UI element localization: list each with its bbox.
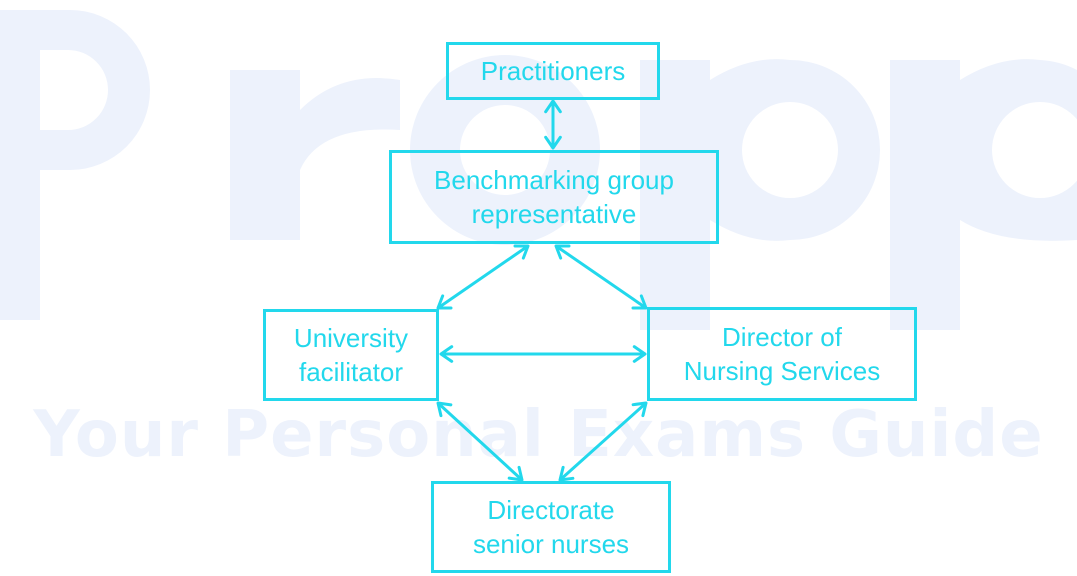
node-university-facilitator: University facilitator <box>263 309 439 401</box>
node-label-line: representative <box>471 199 637 229</box>
node-director-of-nursing-services: Director of Nursing Services <box>647 307 917 401</box>
arrow-benchmarking-university <box>436 244 530 310</box>
arrow-benchmarking-director <box>554 244 648 310</box>
node-directorate-senior-nurses: Directorate senior nurses <box>431 481 671 573</box>
node-label-line: senior nurses <box>472 529 630 559</box>
node-label-line: facilitator <box>298 357 404 387</box>
node-label-line: Benchmarking group <box>434 165 674 195</box>
node-label-line: Director of <box>722 322 842 352</box>
node-benchmarking-group-representative: Benchmarking group representative <box>389 150 719 244</box>
node-label-line: Practitioners <box>480 56 626 86</box>
node-label-line: University <box>293 323 409 353</box>
watermark-tagline: Your Personal Exams Guide <box>33 398 1044 472</box>
node-label-line: Directorate <box>487 495 615 525</box>
node-label-line: Nursing Services <box>683 356 881 386</box>
arrow-university-directorate <box>436 401 524 482</box>
node-practitioners: Practitioners <box>446 42 660 100</box>
arrow-university-director <box>439 345 647 363</box>
arrow-director-directorate <box>558 401 648 482</box>
arrow-practitioners-benchmarking <box>544 99 562 150</box>
